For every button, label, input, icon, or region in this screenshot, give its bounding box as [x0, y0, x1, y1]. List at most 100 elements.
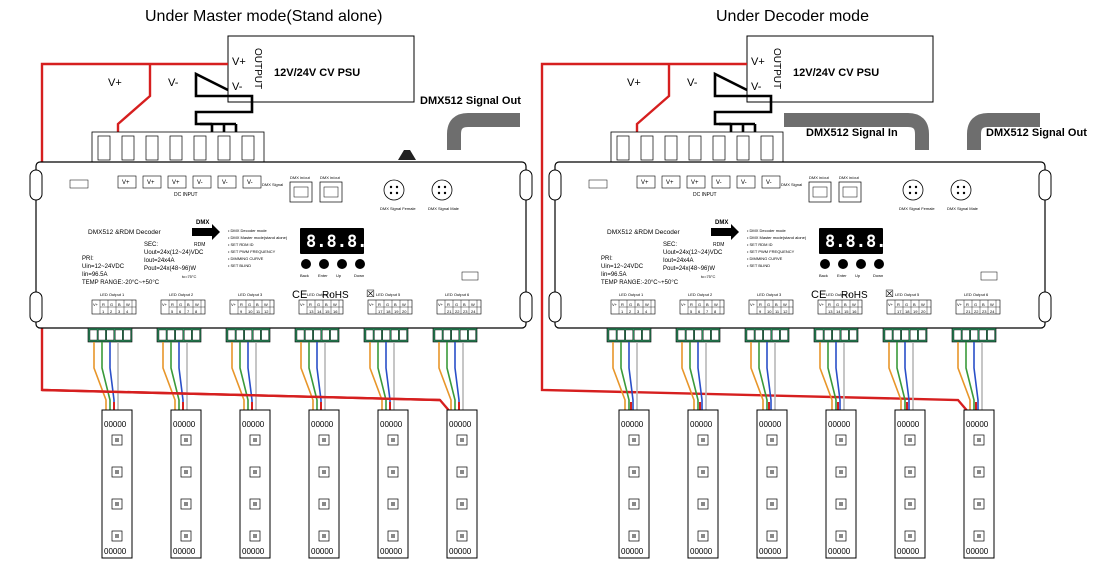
dc-input-terminal-label: V- [766, 180, 772, 186]
terminal-screw [711, 329, 719, 341]
pin-head: W [264, 302, 268, 307]
rgbw-wire [101, 342, 111, 410]
pri-spec-line: PRI: [82, 256, 94, 262]
xlr-pin [908, 191, 912, 195]
led-output-label: LED Output 3 [757, 292, 782, 297]
psu-vplus-terminal: V+ [232, 56, 246, 68]
dc-input-label: DC INPUT [174, 192, 198, 198]
pin-head: B [325, 302, 328, 307]
menu-legend-line: • SET BLIND [228, 263, 251, 268]
led-chip-core [908, 502, 912, 506]
pri-spec-line: TEMP RANGE:-20°C~+50°C [601, 280, 679, 286]
seven-segment-display [300, 228, 364, 254]
terminal-slot [193, 135, 207, 161]
led-chip-core [391, 502, 395, 506]
button-enter [319, 259, 329, 269]
terminal-screw [305, 329, 313, 341]
terminal-screw [979, 329, 987, 341]
pin-number: 21 [447, 309, 452, 314]
pin-head: B [256, 302, 259, 307]
terminal-screw [391, 329, 399, 341]
terminal-screw [970, 329, 978, 341]
strip-pad-bottom: 00000 [690, 547, 713, 556]
led-output-label: LED Output 3 [238, 292, 263, 297]
menu-legend-line: • SET RDM ID [228, 242, 254, 247]
pin-number: 10 [767, 309, 772, 314]
xlr-connector [902, 179, 924, 201]
sec-spec-line: Uout=24x(12~24)VDC [144, 250, 204, 256]
label-sticker [980, 271, 998, 281]
power-vplus-loop-wire [540, 62, 976, 421]
pin-number: 15 [325, 309, 330, 314]
button-label: Enter [318, 273, 328, 278]
strip-pad-bottom: 00000 [242, 547, 265, 556]
pin-number: 22 [974, 309, 979, 314]
sec-spec-line: SEC: [144, 242, 158, 248]
xlr-pin [437, 191, 441, 195]
led-chip-core [701, 502, 705, 506]
terminal-screw [244, 329, 253, 341]
pin-number: 3 [118, 309, 121, 314]
terminal-screw [158, 329, 167, 341]
sec-spec-line: Pout=24x(48~96)W [144, 266, 196, 272]
pin-number: 1 [621, 309, 624, 314]
pin-number: 16 [852, 309, 857, 314]
rgbw-wire [162, 342, 176, 410]
terminal-screw [183, 329, 192, 341]
pin-head: V+ [438, 302, 444, 307]
strip-pad-top: 00000 [759, 420, 782, 429]
menu-legend-line: • DMX Master mode(stand alone) [747, 235, 807, 240]
menu-legend-line: • DIMMING CURVE [228, 256, 264, 261]
terminal-screw [755, 329, 763, 341]
rj45-jack [289, 181, 313, 203]
terminal-slot [241, 135, 255, 161]
pin-number: 6 [698, 309, 701, 314]
pin-head: R [897, 302, 900, 307]
rgbw-wire [620, 342, 630, 410]
led-chip-core [115, 534, 119, 538]
rgbw-wire [758, 342, 768, 410]
terminal-slot [217, 135, 231, 161]
terminal-screw [399, 329, 407, 341]
dc-input-terminal [142, 175, 162, 189]
pin-head: R [102, 302, 105, 307]
dc-input-terminal [636, 175, 656, 189]
rgbw-wire [904, 342, 910, 410]
terminal-screw [468, 329, 476, 341]
led-output-label: LED Output 5 [376, 292, 401, 297]
rj45-label: DMX in/out [320, 175, 341, 180]
rgbw-wire [957, 342, 971, 410]
led-chip-core [253, 502, 257, 506]
pin-head: W [990, 302, 994, 307]
rj45-port [812, 186, 828, 198]
rgbw-wire [446, 342, 456, 410]
pin-number: 2 [110, 309, 113, 314]
terminal-screw [313, 329, 321, 341]
dmx-signal-in-label: DMX512 Signal In [806, 127, 898, 139]
pin-head: V+ [888, 302, 894, 307]
dc-input-terminal-label: V- [222, 180, 228, 186]
rohs-mark: RoHS [322, 290, 349, 301]
pin-number: 5 [690, 309, 693, 314]
led-strip: 00000 00000 [239, 402, 271, 559]
led-output-label: LED Output 1 [619, 292, 644, 297]
strip-pad-bottom: 00000 [828, 547, 851, 556]
dc-input-terminal-label: V+ [122, 180, 130, 186]
pin-number: 6 [179, 309, 182, 314]
wire-label-vplus: V+ [627, 77, 641, 89]
pin-number: 23 [463, 309, 468, 314]
rgbw-wire [681, 342, 695, 410]
signal-jack-label: DMX Signal [262, 182, 283, 187]
led-chip-core [184, 438, 188, 442]
pin-number: 24 [990, 309, 995, 314]
led-chip-core [701, 470, 705, 474]
pin-head: G [905, 302, 908, 307]
strip-pad-top: 00000 [242, 420, 265, 429]
pin-head: G [698, 302, 701, 307]
dc-input-terminal [192, 175, 212, 189]
pin-number: 16 [333, 309, 338, 314]
terminal-screw [780, 329, 788, 341]
master-mode-diagram: Under Master mode(Stand alone) OUTPUT V+… [29, 8, 533, 421]
xlr-pin [443, 191, 447, 195]
